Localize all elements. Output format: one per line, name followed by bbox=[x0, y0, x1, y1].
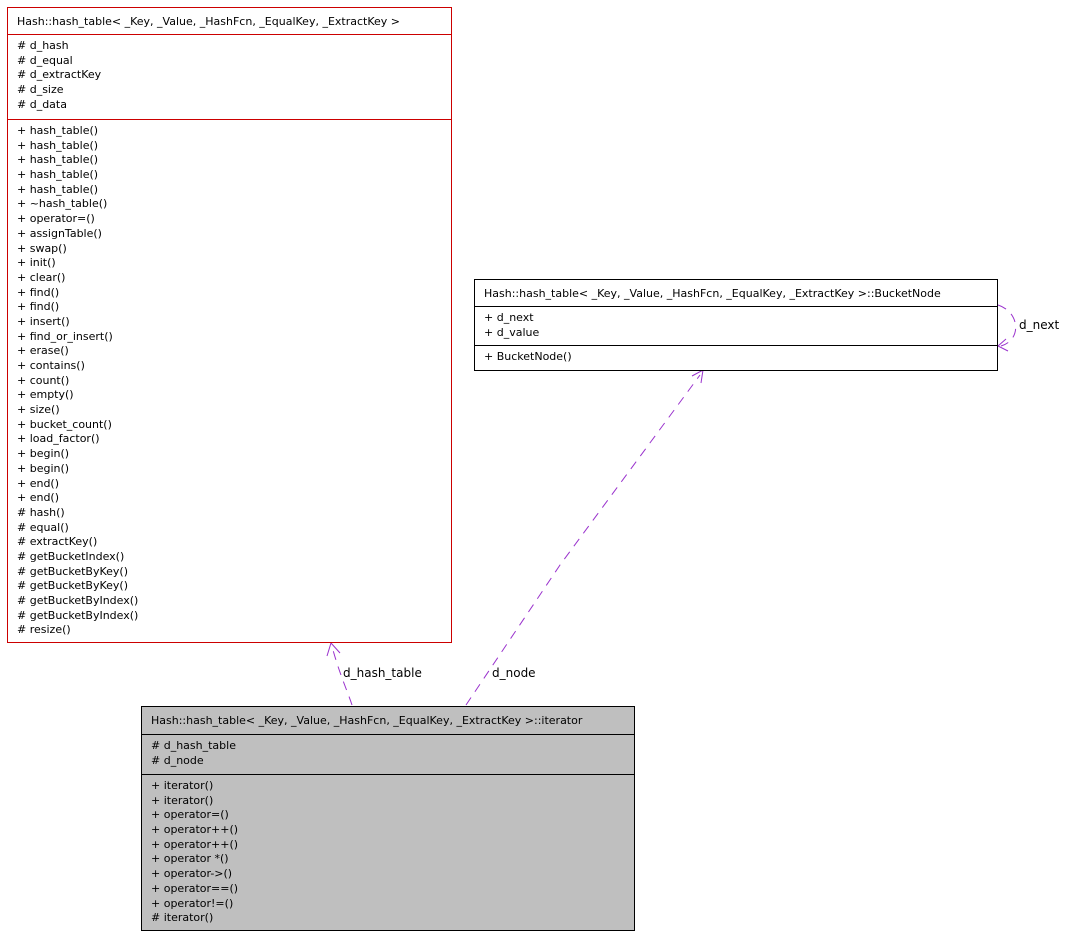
member-method: + begin() bbox=[17, 461, 70, 475]
member-method: + end() bbox=[17, 476, 60, 490]
member-attribute: # d_hash bbox=[17, 39, 69, 52]
class-box-hash-table[interactable]: Hash::hash_table< _Key, _Value, _HashFcn… bbox=[7, 7, 452, 643]
edge-label-d-node: d_node bbox=[492, 666, 536, 680]
member-method: # resize() bbox=[17, 623, 71, 637]
member-method: + hash_table() bbox=[17, 138, 99, 152]
member-method: + hash_table() bbox=[17, 124, 99, 137]
member-method: + find_or_insert() bbox=[17, 329, 113, 343]
member-method: # hash() bbox=[17, 505, 65, 519]
member-method: + operator++() bbox=[151, 823, 239, 837]
class-box-iterator[interactable]: Hash::hash_table< _Key, _Value, _HashFcn… bbox=[141, 706, 635, 931]
member-method: + iterator() bbox=[151, 793, 214, 807]
class-box-bucket-node[interactable]: Hash::hash_table< _Key, _Value, _HashFcn… bbox=[474, 279, 998, 371]
member-attribute: # d_data bbox=[17, 97, 67, 111]
class-title: Hash::hash_table< _Key, _Value, _HashFcn… bbox=[475, 280, 997, 307]
member-method: + hash_table() bbox=[17, 153, 99, 167]
member-method: # getBucketByKey() bbox=[17, 564, 128, 578]
member-method: + begin() bbox=[17, 447, 70, 461]
member-method: + load_factor() bbox=[17, 432, 100, 446]
member-method: + insert() bbox=[17, 314, 70, 328]
arrowhead-d-next bbox=[997, 338, 1009, 352]
member-attribute: # d_size bbox=[17, 83, 64, 97]
member-method: + operator=() bbox=[151, 808, 229, 822]
member-method: + operator!=() bbox=[151, 896, 234, 910]
member-attribute: + d_value bbox=[484, 325, 540, 339]
member-method: + empty() bbox=[17, 388, 74, 402]
member-method: # equal() bbox=[17, 520, 69, 534]
edge-d-next bbox=[997, 304, 1017, 347]
member-method: + bucket_count() bbox=[17, 417, 112, 431]
member-method: + assignTable() bbox=[17, 226, 102, 240]
member-method: + end() bbox=[17, 491, 60, 505]
class-attributes: + d_next+ d_value bbox=[475, 307, 997, 346]
member-method: + find() bbox=[17, 285, 60, 299]
class-title: Hash::hash_table< _Key, _Value, _HashFcn… bbox=[142, 707, 634, 735]
member-method: + ~hash_table() bbox=[17, 197, 108, 211]
class-title: Hash::hash_table< _Key, _Value, _HashFcn… bbox=[8, 8, 451, 35]
member-method: + clear() bbox=[17, 270, 66, 284]
member-method: + operator++() bbox=[151, 837, 239, 851]
arrowhead-d-node bbox=[691, 369, 704, 384]
member-attribute: # d_hash_table bbox=[151, 739, 236, 752]
class-methods: + hash_table()+ hash_table()+ hash_table… bbox=[8, 120, 451, 638]
member-method: + BucketNode() bbox=[484, 350, 572, 363]
class-methods: + iterator()+ iterator()+ operator=()+ o… bbox=[142, 775, 634, 926]
member-method: + contains() bbox=[17, 359, 85, 372]
member-method: + erase() bbox=[17, 344, 69, 358]
class-attributes: # d_hash# d_equal# d_extractKey# d_size#… bbox=[8, 35, 451, 120]
member-method: + iterator() bbox=[151, 779, 214, 792]
class-methods: + BucketNode() bbox=[475, 346, 997, 365]
arrowhead-d-hash-table bbox=[326, 642, 341, 657]
member-method: + init() bbox=[17, 256, 56, 270]
member-attribute: # d_node bbox=[151, 753, 204, 767]
member-method: # getBucketIndex() bbox=[17, 549, 125, 563]
member-method: # getBucketByKey() bbox=[17, 579, 128, 593]
member-method: + swap() bbox=[17, 241, 67, 255]
member-attribute: + d_next bbox=[484, 311, 534, 324]
member-method: + hash_table() bbox=[17, 182, 99, 196]
class-attributes: # d_hash_table# d_node bbox=[142, 735, 634, 775]
edge-label-d-next: d_next bbox=[1019, 318, 1060, 332]
member-method: # getBucketByIndex() bbox=[17, 594, 139, 607]
edge-d-node bbox=[465, 374, 701, 706]
member-method: + operator==() bbox=[151, 881, 239, 895]
member-method: + find() bbox=[17, 300, 60, 314]
member-method: # getBucketByIndex() bbox=[17, 608, 139, 622]
member-method: + operator *() bbox=[151, 852, 229, 866]
member-method: + operator->() bbox=[151, 867, 233, 881]
member-attribute: # d_equal bbox=[17, 53, 73, 67]
member-method: # iterator() bbox=[151, 911, 214, 925]
member-attribute: # d_extractKey bbox=[17, 68, 102, 82]
member-method: + operator=() bbox=[17, 212, 95, 226]
edge-label-d-hash-table: d_hash_table bbox=[343, 666, 422, 680]
member-method: + size() bbox=[17, 403, 60, 417]
edge-d-hash-table bbox=[332, 649, 353, 706]
member-method: + count() bbox=[17, 373, 70, 387]
member-method: # extractKey() bbox=[17, 535, 98, 549]
member-method: + hash_table() bbox=[17, 168, 99, 182]
